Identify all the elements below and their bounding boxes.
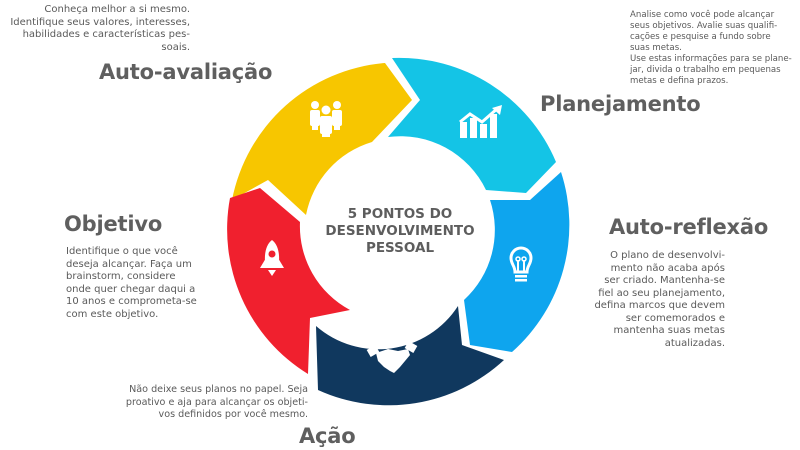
description-line: atualizadas. xyxy=(664,337,725,349)
segment-auto-reflexao xyxy=(464,172,570,352)
description-line: O plano de desenvolvi- xyxy=(610,250,725,261)
description-line: cações e pesquise a fundo sobre xyxy=(630,32,771,42)
description-line: suas metas. xyxy=(630,43,682,53)
description-line: seus objetivos. Avalie suas qualifi- xyxy=(630,21,778,31)
description-line: fiel ao seu planejamento, xyxy=(598,287,725,299)
description-line: Analise como você pode alcançar xyxy=(630,10,775,20)
description-line: Use estas informações para se plane- xyxy=(630,54,792,64)
description-line: Conheça melhor a si mesmo. xyxy=(44,4,190,15)
lightbulb-icon xyxy=(509,246,533,282)
segment-objetivo xyxy=(227,188,350,374)
description-line: proativo e aja para alcançar os objeti- xyxy=(125,396,308,408)
description-line: onde quer chegar daqui a xyxy=(66,283,196,295)
auto-avaliacao-heading: Auto-avaliação xyxy=(99,60,273,84)
description-line: Identifique o que você xyxy=(66,246,178,257)
objetivo-description: Identifique o que você deseja alcançar. … xyxy=(66,246,226,321)
description-line: ser criado. Mantenha-se xyxy=(604,275,725,286)
description-line: ser comemorados e xyxy=(625,312,725,324)
description-line: 10 anos e comprometa-se xyxy=(66,296,197,307)
objetivo-heading: Objetivo xyxy=(64,212,163,236)
people-group-icon xyxy=(310,101,342,137)
planejamento-description: Analise como você pode alcançar seus obj… xyxy=(630,10,800,87)
auto-avaliacao-description: Conheça melhor a si mesmo. Identifique s… xyxy=(0,4,190,54)
description-line: Não deixe seus planos no papel. Seja xyxy=(129,384,308,395)
acao-heading: Ação xyxy=(299,424,356,448)
acao-description: Não deixe seus planos no papel. Seja pro… xyxy=(90,384,308,422)
center-title-line: 5 PONTOS DO xyxy=(347,206,453,222)
description-line: soais. xyxy=(161,41,190,53)
rocket-icon xyxy=(260,240,284,276)
description-line: brainstorm, considere xyxy=(66,271,176,282)
description-line: Identifique seus valores, interesses, xyxy=(10,16,190,28)
handshake-icon xyxy=(366,341,418,373)
description-line: deseja alcançar. Faça um xyxy=(66,258,192,270)
center-title-line: PESSOAL xyxy=(365,240,435,256)
description-line: defina marcos que devem xyxy=(594,300,725,311)
segment-acao xyxy=(316,306,504,406)
description-line: metas e defina prazos. xyxy=(630,76,729,86)
description-line: jar, divida o trabalho em pequenas xyxy=(630,65,781,75)
description-line: mento não acaba após xyxy=(610,262,725,274)
description-line: habilidades e características pes- xyxy=(22,29,190,40)
description-line: mantenha suas metas xyxy=(613,325,725,336)
center-title: 5 PONTOS DO DESENVOLVIMENTO PESSOAL xyxy=(305,206,495,257)
growth-chart-icon xyxy=(459,105,502,138)
planejamento-heading: Planejamento xyxy=(540,92,701,116)
auto-reflexao-heading: Auto-reflexão xyxy=(609,215,769,239)
segment-auto-avaliacao xyxy=(232,63,412,215)
auto-reflexao-description: O plano de desenvolvi- mento não acaba a… xyxy=(585,250,725,350)
description-line: com este objetivo. xyxy=(66,308,159,320)
description-line: vos definidos por você mesmo. xyxy=(158,409,308,420)
center-title-line: DESENVOLVIMENTO xyxy=(325,223,475,239)
